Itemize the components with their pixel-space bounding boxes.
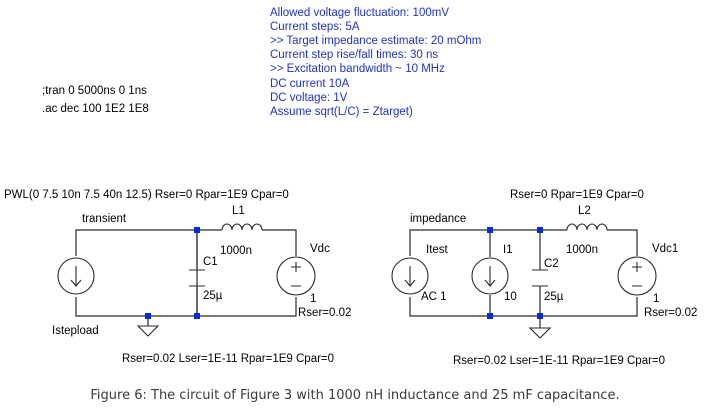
isource-name-istepload: Istepload [52, 325, 99, 337]
capacitor-value-c2: 25µ [544, 291, 564, 303]
junction-node [537, 313, 543, 319]
vsource-rser-vdc: Rser=0.02 [298, 307, 351, 319]
voltage-source-vdc [276, 256, 316, 296]
junction-node [487, 313, 493, 319]
design-notes: Allowed voltage fluctuation: 100mV Curre… [270, 7, 481, 118]
isource-value-itest: AC 1 [421, 291, 447, 303]
note-line: >> Excitation bandwidth ~ 10 MHz [270, 63, 445, 75]
inductor-name-l1: L1 [232, 205, 245, 217]
capacitor-parasitics-c2: Rser=0.02 Lser=1E-11 Rpar=1E9 Cpar=0 [453, 355, 665, 367]
inductor-name-l2: L2 [578, 205, 591, 217]
capacitor-parasitics-c1: Rser=0.02 Lser=1E-11 Rpar=1E9 Cpar=0 [122, 353, 334, 365]
capacitor-name-c1: C1 [203, 256, 218, 268]
junction-node [487, 227, 493, 233]
capacitor-c1 [189, 230, 205, 316]
vsource-name-vdc: Vdc [310, 243, 330, 255]
inductor-l2 [566, 223, 608, 231]
note-line: DC current 10A [270, 78, 350, 90]
vsource-value-vdc1: 1 [653, 293, 659, 305]
voltage-source-vdc1 [617, 256, 657, 296]
vsource-value-vdc: 1 [310, 293, 316, 305]
isource-name-itest: Itest [426, 244, 449, 256]
net-label-transient: transient [82, 213, 127, 225]
inductor-value-l2: 1000n [566, 244, 598, 256]
inductor-value-l1: 1000n [220, 245, 252, 257]
wire [197, 229, 297, 317]
ground-symbol [136, 325, 160, 337]
capacitor-value-c1: 25µ [203, 290, 223, 302]
inductor-l1 [221, 223, 263, 231]
current-source-i1 [471, 257, 509, 295]
inductor-params-l2: Rser=0 Rpar=1E9 Cpar=0 [510, 189, 644, 201]
wire [75, 229, 198, 317]
figure-caption: Figure 6: The circuit of Figure 3 with 1… [90, 388, 619, 403]
junction-node [145, 313, 151, 319]
capacitor-name-c2: C2 [544, 258, 559, 270]
capacitor-c2 [532, 230, 548, 316]
note-line: Allowed voltage fluctuation: 100mV [270, 7, 449, 19]
ac-directive: .ac dec 100 1E2 1E8 [42, 103, 149, 115]
junction-node [194, 313, 200, 319]
ground-symbol [528, 327, 552, 339]
current-source-istepload [57, 257, 95, 295]
net-label-impedance: impedance [410, 213, 466, 225]
junction-node [537, 227, 543, 233]
isource-name-i1: I1 [503, 244, 513, 256]
pwl-source-spec: PWL(0 7.5 10n 7.5 40n 12.5) Rser=0 Rpar=… [4, 189, 289, 201]
vsource-name-vdc1: Vdc1 [652, 243, 678, 255]
right-circuit: Rser=0 Rpar=1E9 Cpar=0 impedance L2 1000… [391, 189, 697, 367]
note-line: Current step rise/fall times: 30 ns [270, 49, 438, 61]
note-line: DC voltage: 1V [270, 92, 348, 104]
isource-value-i1: 10 [504, 291, 517, 303]
note-line: Current steps: 5A [270, 21, 360, 33]
left-circuit: PWL(0 7.5 10n 7.5 40n 12.5) Rser=0 Rpar=… [4, 189, 351, 365]
note-line: Assume sqrt(L/C) = Ztarget) [270, 106, 413, 118]
current-source-itest [391, 257, 429, 295]
wire [409, 229, 638, 317]
note-line: >> Target impedance estimate: 20 mOhm [270, 35, 481, 47]
tran-directive: ;tran 0 5000ns 0 1ns [42, 85, 147, 97]
junction-node [194, 227, 200, 233]
vsource-rser-vdc1: Rser=0.02 [644, 307, 697, 319]
